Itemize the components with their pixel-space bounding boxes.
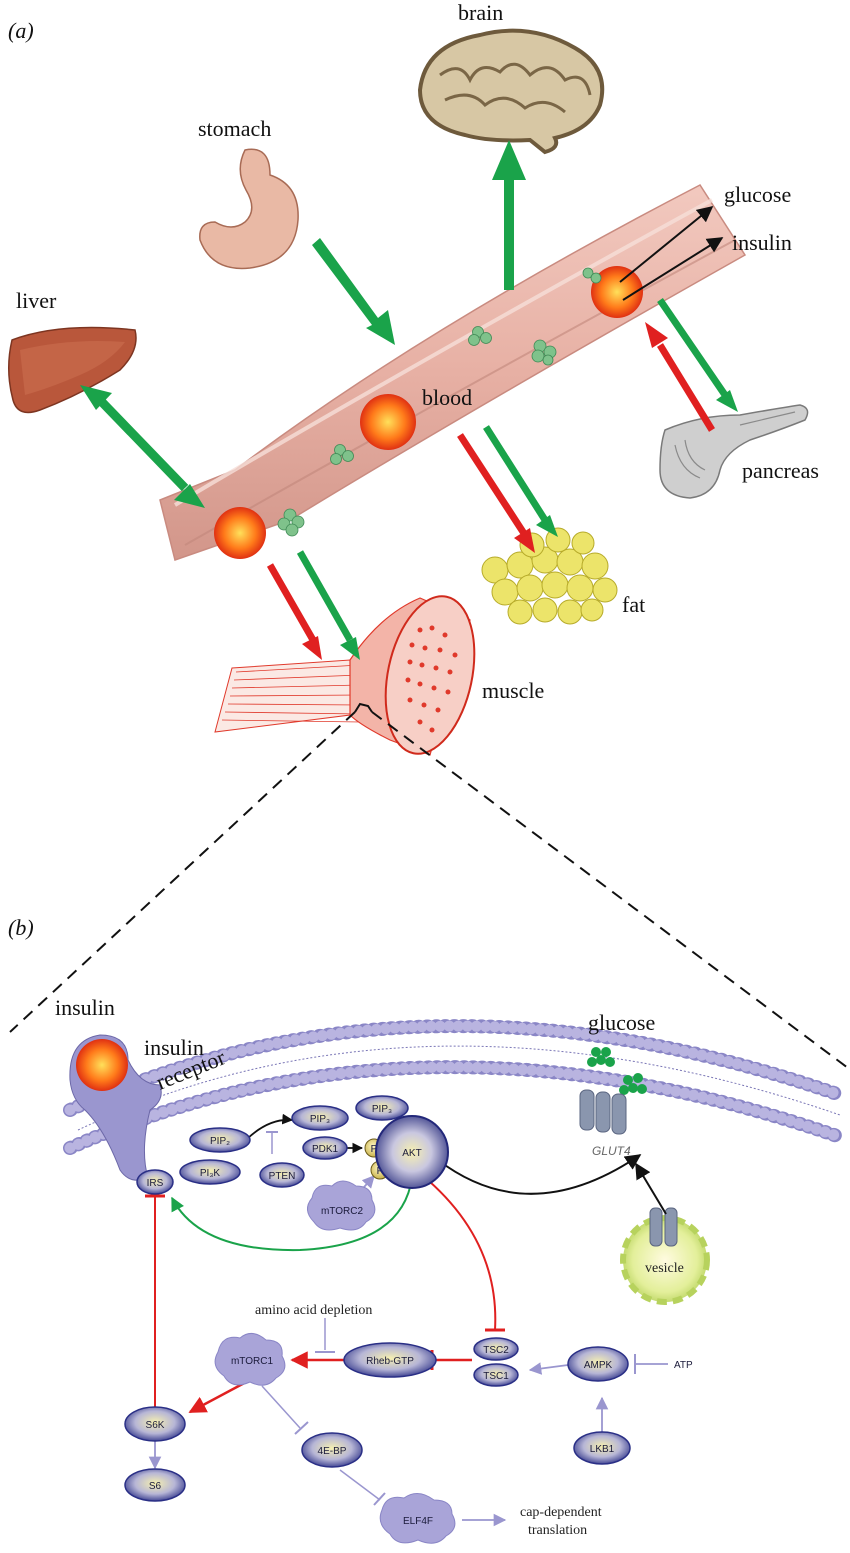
svg-text:ELF4F: ELF4F [403,1516,433,1527]
fat-label: fat [622,592,645,617]
node-mtorc1: mTORC1 [214,1333,286,1386]
svg-text:TSC2: TSC2 [483,1345,509,1356]
svg-text:P: P [371,1144,378,1155]
insulin-output-label: insulin [732,230,792,255]
blood-label: blood [422,385,472,410]
node-tsc2: TSC2 [473,1337,519,1361]
svg-text:Rheb-GTP: Rheb-GTP [366,1356,414,1367]
pancreas-icon [659,404,809,499]
pancreas-arrows [645,298,738,432]
svg-text:AKT: AKT [402,1148,421,1159]
glut4-label: GLUT4 [592,1144,631,1158]
node-pip2: PIP₂ [189,1127,251,1153]
muscle-icon [214,595,476,756]
akt-to-glut4-arrow [437,1154,642,1195]
cell-membrane [63,1019,847,1155]
muscle-label: muscle [482,678,544,703]
glucose-cluster [531,339,557,366]
amino-acid-depletion-label: amino acid depletion [255,1303,372,1318]
node-pten: PTEN [259,1162,305,1188]
pip2-to-pip3-arrow [247,1113,294,1139]
insulin-label: insulin [55,995,115,1020]
svg-text:PI₃K: PI₃K [200,1168,221,1179]
vesicle-to-glut4-arrow [635,1162,667,1215]
4ebp-inhibits-elf4f-bar [373,1492,386,1506]
liver-label: liver [16,288,57,313]
insulin-particle [214,507,266,559]
svg-text:mTORC2: mTORC2 [321,1206,363,1217]
akt-feedback-to-irs-arrow [171,1177,413,1252]
node-mtorc2: mTORC2 [307,1180,376,1231]
cap-dependent-label-line1: cap-dependent [520,1505,602,1520]
akt-inhibits-tsc2-line [421,1174,497,1331]
vesicle-label: vesicle [645,1261,684,1276]
stomach-label: stomach [198,116,271,141]
glucose-cluster [277,508,305,537]
svg-text:PIP₃: PIP₃ [372,1104,392,1115]
stomach-arrow [312,238,395,345]
node-s6k: S6K [124,1406,186,1442]
node-s6: S6 [124,1468,186,1502]
insulin-output-arrow [622,237,724,301]
receptor-label-line1: insulin [144,1035,204,1060]
liver-icon [8,326,137,414]
panel-b-label: (b) [8,915,34,940]
glucose-cluster [582,267,602,284]
svg-text:PDK1: PDK1 [312,1144,339,1155]
node-irs: IRS [136,1169,174,1195]
svg-text:AMPK: AMPK [584,1360,613,1371]
mtorc1-inhibits-4ebp-bar [294,1421,309,1435]
svg-text:P: P [377,1166,384,1177]
liver-arrow [80,385,205,508]
node-pi3k: PI₃K [179,1159,241,1185]
brain-arrow [492,140,526,290]
svg-text:4E-BP: 4E-BP [318,1446,347,1457]
pancreas-label: pancreas [742,458,819,483]
ampk-to-tsc-arrow [528,1362,569,1375]
node-rheb-gtp: Rheb-GTP [343,1342,437,1378]
svg-text:LKB1: LKB1 [590,1444,615,1455]
svg-text:mTORC1: mTORC1 [231,1356,273,1367]
node-pip3-b: PIP₃ [355,1095,409,1121]
svg-text:PTEN: PTEN [269,1171,296,1182]
blood-to-muscle-arrows [266,550,360,660]
svg-text:TSC1: TSC1 [483,1371,509,1382]
glucose-molecules-icon [587,1047,647,1095]
svg-text:IRS: IRS [147,1178,164,1189]
fat-icon [481,527,618,625]
svg-text:S6: S6 [149,1481,162,1492]
panel-a-label: (a) [8,18,34,43]
mtorc1-inhibits-4ebp-line [261,1385,301,1429]
insulin-receptor-icon [69,1034,162,1181]
svg-text:PIP₂: PIP₂ [210,1136,230,1147]
glut4-transporter-icon [579,1089,627,1135]
glucose-cluster [330,444,354,465]
node-pdk1: PDK1 [302,1136,348,1160]
glucose-label: glucose [588,1010,655,1035]
zoom-line-left [9,711,356,1033]
insulin-particle [360,394,416,450]
node-akt: AKT [375,1115,449,1189]
svg-text:PIP₃: PIP₃ [310,1114,330,1125]
node-elf4f: ELF4F [379,1493,456,1544]
node-4e-bp: 4E-BP [301,1432,363,1468]
glucose-output-label: glucose [724,182,791,207]
vesicle-icon [620,1207,710,1305]
4ebp-inhibits-elf4f-line [339,1469,381,1501]
cap-dependent-label-line2: translation [528,1523,587,1538]
glucose-cluster [468,326,492,346]
atp-label: ATP [674,1360,693,1371]
brain-label: brain [458,0,503,25]
blood-to-fat-arrows [457,425,558,553]
node-pip3-a: PIP₃ [291,1105,349,1131]
node-lkb1: LKB1 [573,1431,631,1465]
node-ampk: AMPK [567,1346,629,1382]
node-tsc1: TSC1 [473,1363,519,1387]
insulin-particle [591,266,643,318]
brain-icon [417,28,605,155]
stomach-icon [199,148,299,270]
svg-text:S6K: S6K [146,1420,165,1431]
glucose-output-arrow [619,205,714,283]
